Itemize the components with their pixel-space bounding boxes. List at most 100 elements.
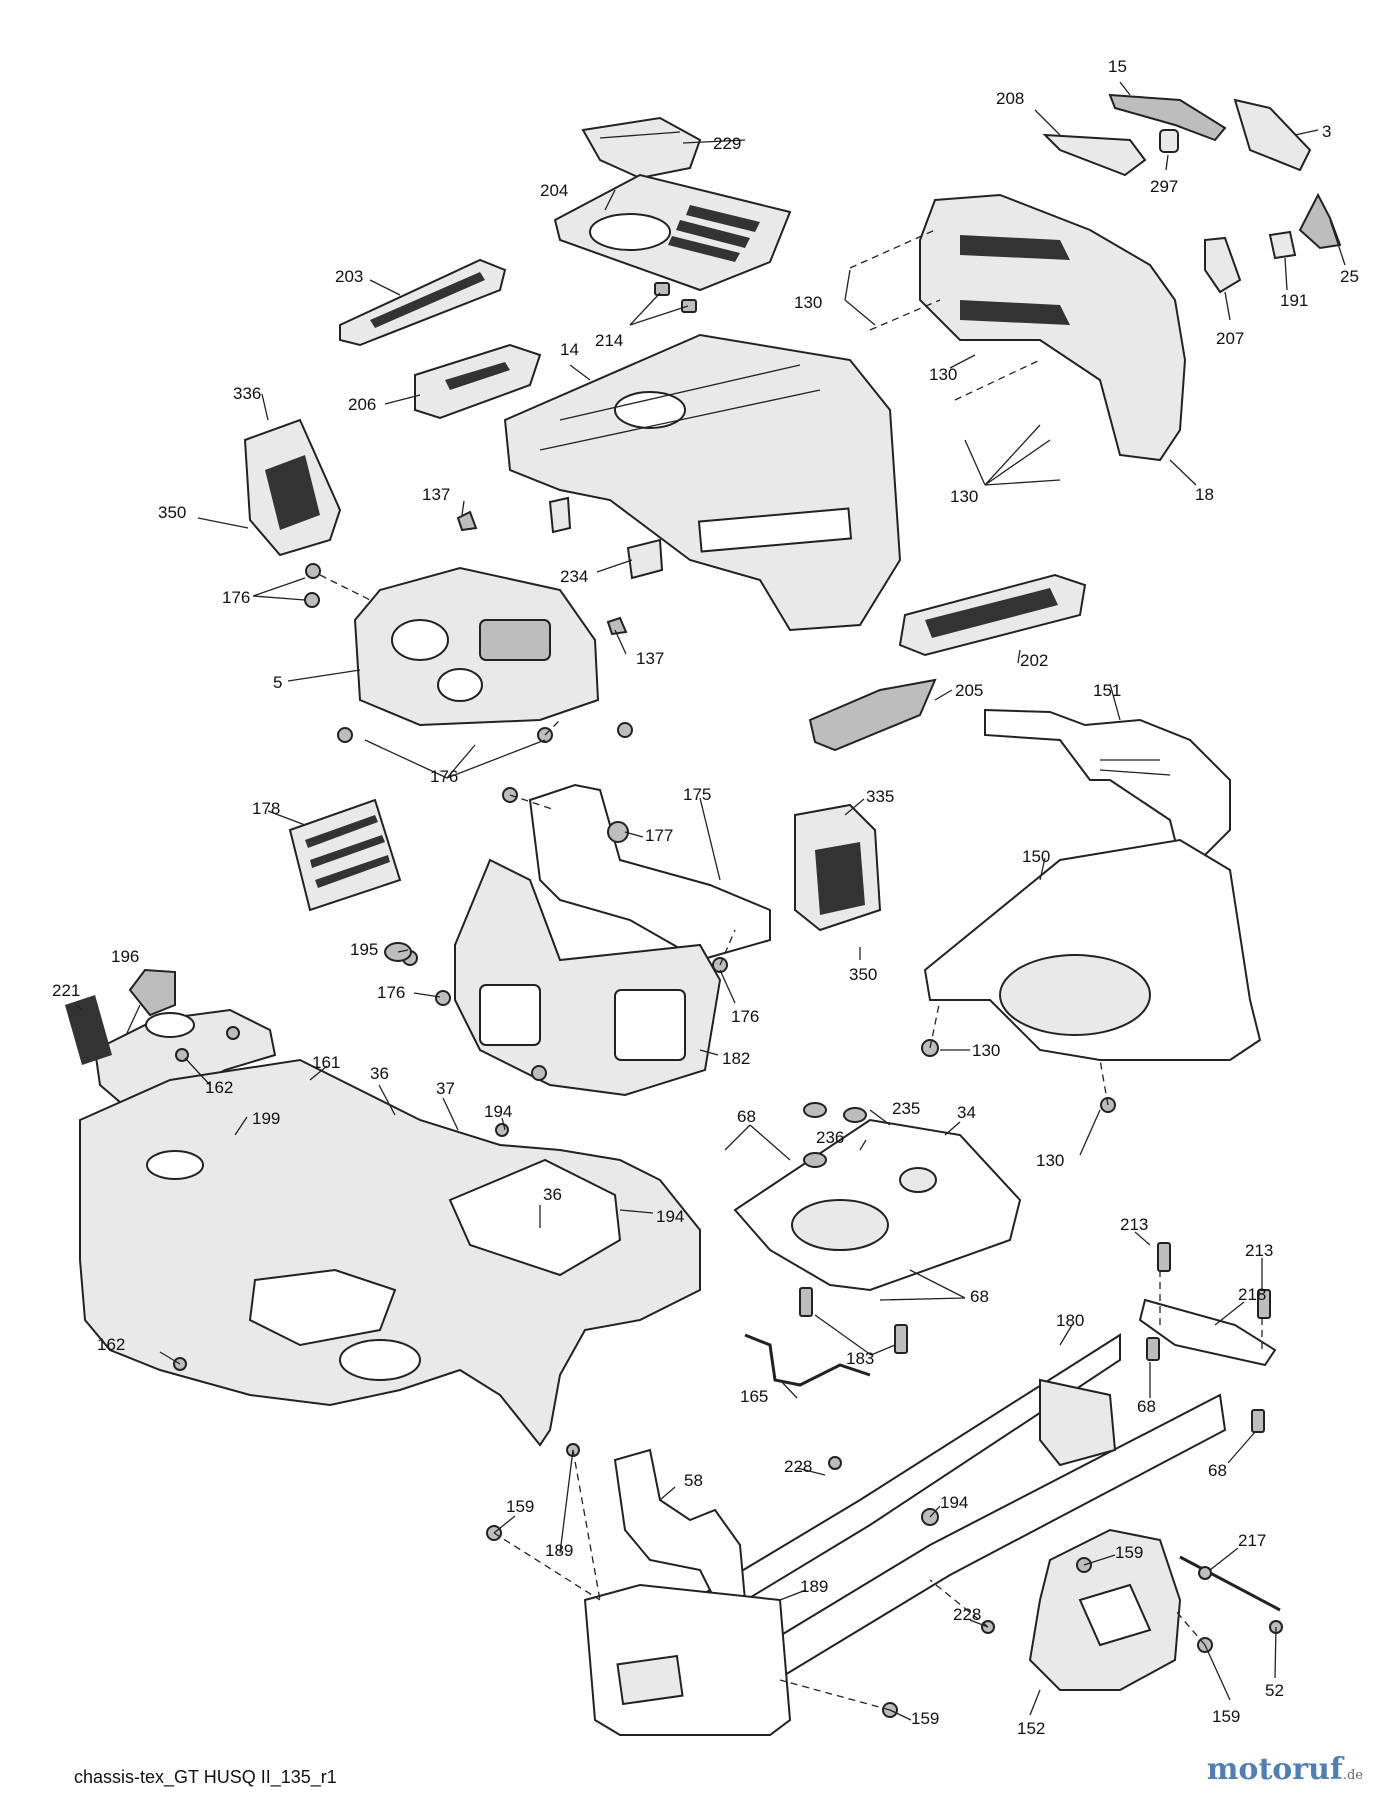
callout-68: 68 <box>1208 1461 1227 1480</box>
callout-151: 151 <box>1093 681 1121 700</box>
watermark-suffix: .de <box>1342 1768 1363 1783</box>
callout-52: 52 <box>1265 1681 1284 1700</box>
part-229-illustration <box>581 116 702 180</box>
callout-165: 165 <box>740 1387 768 1406</box>
callout-5: 5 <box>273 673 282 692</box>
watermark-name: motoruf <box>1206 1752 1343 1787</box>
callout-235: 235 <box>892 1099 920 1118</box>
part-58-illustration <box>613 1448 747 1612</box>
callout-221: 221 <box>52 981 80 1000</box>
callout-130: 130 <box>794 293 822 312</box>
leader-lines <box>75 81 1346 1721</box>
callout-234: 234 <box>560 567 588 586</box>
part-5-illustration <box>353 566 600 727</box>
callout-203: 203 <box>335 267 363 286</box>
callout-182: 182 <box>722 1049 750 1068</box>
part-204-illustration <box>553 173 792 292</box>
callout-176: 176 <box>731 1007 759 1026</box>
callout-208: 208 <box>996 89 1024 108</box>
callout-207: 207 <box>1216 329 1244 348</box>
part-front-frame-illustration <box>583 1583 792 1736</box>
callout-137: 137 <box>636 649 664 668</box>
callout-180: 180 <box>1056 1311 1084 1330</box>
callout-37: 37 <box>436 1079 455 1098</box>
part-234-illustration <box>548 496 664 580</box>
callout-206: 206 <box>348 395 376 414</box>
callout-68: 68 <box>1137 1397 1156 1416</box>
callout-176: 176 <box>430 767 458 786</box>
callout-177: 177 <box>645 826 673 845</box>
callout-196: 196 <box>111 947 139 966</box>
callout-14: 14 <box>560 340 579 359</box>
callout-213: 213 <box>1120 1215 1148 1234</box>
callout-191: 191 <box>1280 291 1308 310</box>
callout-130: 130 <box>950 487 978 506</box>
callout-159: 159 <box>911 1709 939 1728</box>
callout-152: 152 <box>1017 1719 1045 1738</box>
part-37-illustration <box>79 1058 701 1447</box>
dashed-installation-lines <box>319 229 1263 1711</box>
callout-130: 130 <box>929 365 957 384</box>
callout-159: 159 <box>506 1497 534 1516</box>
callout-36: 36 <box>370 1064 389 1083</box>
part-205-illustration <box>808 678 937 752</box>
part-182-illustration <box>454 858 722 1097</box>
callout-336: 336 <box>233 384 261 403</box>
callout-numbers: 229 204 203 214 14 206 336 350 137 234 1… <box>52 57 1359 1738</box>
callout-159: 159 <box>1212 1707 1240 1726</box>
callout-18: 18 <box>1195 485 1214 504</box>
part-150-illustration <box>923 838 1262 1061</box>
motoruf-watermark: motoruf.de <box>1207 1752 1363 1787</box>
callout-202: 202 <box>1020 651 1048 670</box>
callout-25: 25 <box>1340 267 1359 286</box>
callout-15: 15 <box>1108 57 1127 76</box>
callout-335: 335 <box>866 787 894 806</box>
callout-194: 194 <box>940 1493 968 1512</box>
part-218-illustration <box>1138 1298 1277 1367</box>
part-175-illustration <box>528 783 771 962</box>
callout-199: 199 <box>252 1109 280 1128</box>
callout-150: 150 <box>1022 847 1050 866</box>
callout-130: 130 <box>972 1041 1000 1060</box>
part-335-illustration <box>794 803 882 932</box>
callout-68: 68 <box>970 1287 989 1306</box>
part-bolt-set-illustration <box>799 1242 1271 1433</box>
callout-236: 236 <box>816 1128 844 1147</box>
callout-162: 162 <box>205 1078 233 1097</box>
part-202-illustration <box>898 573 1087 657</box>
callout-297: 297 <box>1150 177 1178 196</box>
diagram-id-label: chassis-tex_GT HUSQ II_135_r1 <box>74 1767 337 1787</box>
callout-228: 228 <box>953 1605 981 1624</box>
callout-228: 228 <box>784 1457 812 1476</box>
part-137-illustration <box>456 510 628 636</box>
part-214-illustration <box>629 282 697 326</box>
callout-176: 176 <box>377 983 405 1002</box>
callout-178: 178 <box>252 799 280 818</box>
part-217-illustration <box>1179 1555 1281 1612</box>
part-203-illustration <box>339 258 507 347</box>
callout-58: 58 <box>684 1471 703 1490</box>
part-165-illustration <box>744 1333 871 1387</box>
callout-161: 161 <box>312 1053 340 1072</box>
callout-189: 189 <box>800 1577 828 1596</box>
part-34-illustration <box>733 1102 1022 1292</box>
part-18-illustration <box>919 193 1187 462</box>
callout-175: 175 <box>683 785 711 804</box>
callout-159: 159 <box>1115 1543 1143 1562</box>
callout-350: 350 <box>158 503 186 522</box>
part-14-illustration <box>503 333 902 632</box>
callout-195: 195 <box>350 940 378 959</box>
callout-350: 350 <box>849 965 877 984</box>
part-178-illustration <box>288 798 402 912</box>
callout-194: 194 <box>656 1207 684 1226</box>
callout-214: 214 <box>595 331 623 350</box>
part-headlight-components-illustration <box>1042 93 1342 294</box>
callout-183: 183 <box>846 1349 874 1368</box>
callout-218: 218 <box>1238 1285 1266 1304</box>
callout-205: 205 <box>955 681 983 700</box>
callout-189: 189 <box>545 1541 573 1560</box>
callout-34: 34 <box>957 1103 976 1122</box>
callout-68: 68 <box>737 1107 756 1126</box>
callout-137: 137 <box>422 485 450 504</box>
